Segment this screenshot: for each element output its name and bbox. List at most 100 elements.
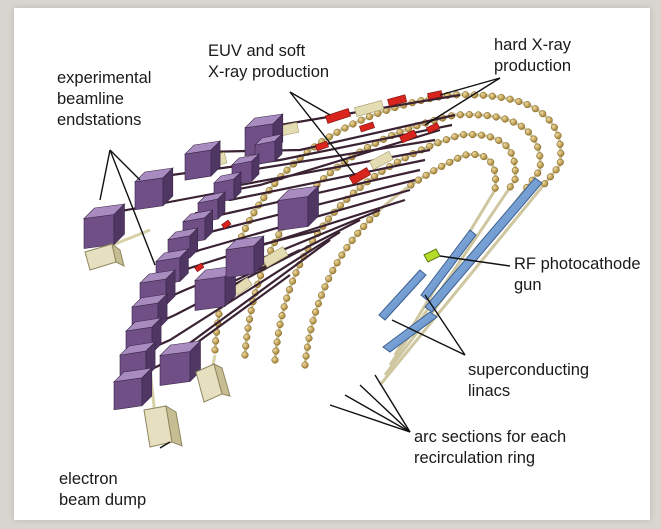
arc-bead: [284, 167, 291, 174]
arc-bead: [546, 117, 553, 124]
arc-bead: [498, 94, 505, 101]
arc-bead: [532, 105, 539, 112]
pointer-endstation-1: [100, 150, 110, 200]
arc-bead: [286, 286, 293, 293]
arc-bead: [276, 231, 283, 238]
arc-bead: [524, 101, 531, 108]
beam-dump-2: [196, 364, 230, 402]
arc-bead: [446, 159, 453, 166]
arc-bead: [279, 312, 286, 319]
arc-bead: [302, 362, 309, 369]
arc-bead: [547, 174, 554, 181]
arc-bead: [484, 112, 491, 119]
arc-bead: [492, 185, 499, 192]
arc-bead: [452, 133, 459, 140]
label-hard-xray: hard X-ray production: [494, 35, 571, 77]
arc-bead: [306, 335, 313, 342]
arc-bead: [558, 150, 565, 157]
endstation-cube: [160, 341, 201, 386]
arc-bead: [518, 123, 525, 130]
arc-bead: [539, 110, 546, 117]
arc-bead: [478, 132, 485, 139]
arc-bead: [480, 92, 487, 99]
arc-bead: [251, 210, 258, 217]
arc-bead: [366, 113, 373, 120]
arc-bead: [281, 304, 288, 311]
arc-bead: [246, 316, 253, 323]
arc-bead: [492, 176, 499, 183]
arc-bead: [426, 143, 433, 150]
arc-bead: [457, 112, 464, 119]
arc-bead: [431, 168, 438, 175]
arc-bead: [248, 307, 255, 314]
arc-bead: [525, 129, 532, 136]
arc-bead: [242, 352, 249, 359]
arc-bead: [304, 344, 311, 351]
arc-bead: [344, 244, 351, 251]
arc-bead: [315, 300, 322, 307]
arc-bead: [283, 295, 290, 302]
arc-bead: [475, 112, 482, 119]
arc-bead: [462, 91, 469, 98]
arc-bead: [360, 223, 367, 230]
arc-bead: [350, 121, 357, 128]
arc-bead: [342, 125, 349, 132]
arc-bead: [325, 216, 332, 223]
arc-bead: [318, 292, 325, 299]
arc-bead: [534, 170, 541, 177]
arc-bead: [243, 343, 250, 350]
rf-gun: [424, 249, 440, 262]
arc-bead: [408, 182, 415, 189]
endstation-cube: [114, 368, 152, 410]
arc-bead: [337, 202, 344, 209]
arc-bead: [507, 184, 514, 191]
arc-bead: [557, 141, 564, 148]
arc-bead: [435, 140, 442, 147]
arc-bead: [272, 357, 279, 364]
arc-bead: [503, 142, 510, 149]
arc-bead: [242, 225, 249, 232]
arc-bead: [423, 172, 430, 179]
arc-bead: [367, 217, 374, 224]
arc-bead: [537, 162, 544, 169]
label-beam-dump: electron beam dump: [59, 469, 146, 511]
arc-bead: [531, 136, 538, 143]
arc-bead: [245, 325, 252, 332]
arc-bead: [358, 117, 365, 124]
beam-dump-1: [144, 406, 182, 447]
arc-bead: [512, 167, 519, 174]
arc-bead: [511, 158, 518, 165]
arc-bead: [541, 180, 548, 187]
linac-left: [379, 270, 426, 320]
arc-bead: [310, 318, 317, 325]
arc-bead: [415, 177, 422, 184]
beam-dump-3: [85, 244, 124, 270]
arc-bead: [553, 167, 560, 174]
arc-bead: [489, 93, 496, 100]
arc-bead: [349, 237, 356, 244]
pointer-euv-1: [290, 92, 330, 115]
label-rf-gun: RF photocathode gun: [514, 254, 641, 296]
label-endstations: experimental beamline endstations: [57, 68, 151, 131]
arc-bead: [443, 136, 450, 143]
arc-bead: [308, 326, 315, 333]
arc-bead: [491, 167, 498, 174]
endstation-cube: [185, 141, 220, 180]
arc-bead: [508, 150, 515, 157]
arc-bead: [460, 131, 467, 138]
arc-bead: [469, 131, 476, 138]
arc-bead: [261, 194, 268, 201]
arc-bead: [312, 309, 319, 316]
arc-bead: [275, 330, 282, 337]
pointer-endstation-2: [110, 150, 140, 180]
arc-bead: [502, 116, 509, 123]
arc-bead: [212, 338, 219, 345]
arc-bead: [472, 151, 479, 158]
arc-bead: [466, 111, 473, 118]
pointer-hard-1: [440, 78, 500, 95]
arc-bead: [480, 153, 487, 160]
arc-bead: [334, 129, 341, 136]
arc-bead: [438, 163, 445, 170]
label-euv-soft-xray: EUV and soft X-ray production: [208, 41, 329, 83]
